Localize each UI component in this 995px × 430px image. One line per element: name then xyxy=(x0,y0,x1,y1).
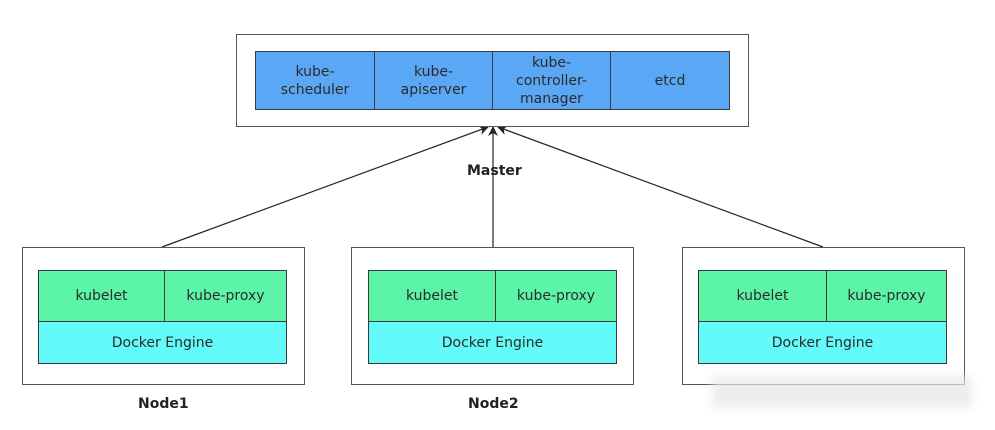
arrow-node1-to-master xyxy=(161,125,489,248)
node3-docker-engine-box: Docker Engine xyxy=(698,321,947,364)
etcd-box: etcd xyxy=(610,51,730,110)
arrow-node3-to-master xyxy=(497,125,824,248)
watermark-blur xyxy=(712,376,972,408)
node2-docker-engine-box: Docker Engine xyxy=(368,321,617,364)
node1-kubelet-box: kubelet xyxy=(38,270,165,322)
master-label: Master xyxy=(467,163,522,179)
node3-kube-proxy-box: kube-proxy xyxy=(826,270,947,322)
node2-label: Node2 xyxy=(468,396,519,412)
node2-kube-proxy-box: kube-proxy xyxy=(495,270,617,322)
node1-label: Node1 xyxy=(138,396,189,412)
node2-kubelet-box: kubelet xyxy=(368,270,496,322)
node1-kube-proxy-box: kube-proxy xyxy=(164,270,287,322)
kube-controller-manager-box: kube- controller- manager xyxy=(492,51,611,110)
kube-apiserver-box: kube- apiserver xyxy=(374,51,493,110)
node3-kubelet-box: kubelet xyxy=(698,270,827,322)
node1-docker-engine-box: Docker Engine xyxy=(38,321,287,364)
kube-scheduler-box: kube- scheduler xyxy=(255,51,375,110)
